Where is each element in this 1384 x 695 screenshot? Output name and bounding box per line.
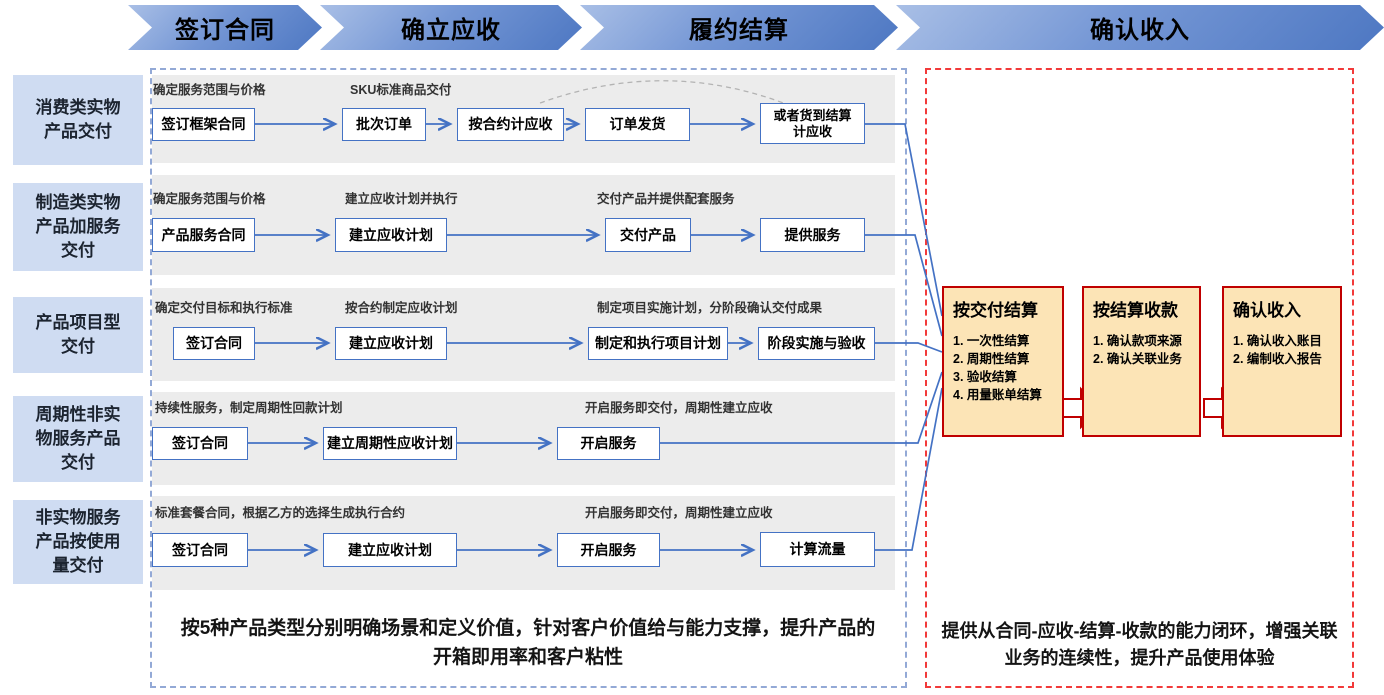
stage-label: 签订合同 [175,17,275,44]
row5-annotation: 开启服务即交付，周期性建立应收 [585,506,773,520]
flow-box: 批次订单 [342,108,426,141]
left-panel-caption: 按5种产品类型分别明确场景和定义价值，针对客户价值给与能力支撑，提升产品的开箱即… [180,618,876,668]
right-panel-caption: 提供从合同-应收-结算-收款的能力闭环，增强关联业务的连续性，提升产品使用体验 [941,621,1338,668]
stage-label: 确立应收 [401,17,501,44]
flow-box: 交付产品 [605,218,691,252]
flow-box: 建立应收计划 [323,533,457,567]
settlement-item: 2. 周期性结算 [953,352,1030,367]
stage-chevron-sign-contract: 签订合同 [128,5,322,50]
stage-label: 确认收入 [1090,17,1190,44]
flow-box: 订单发货 [585,108,690,141]
row-label-usage-based-service: 非实物服务 产品按使用 量交付 [13,500,143,584]
row1-annotation: 确定服务范围与价格 [153,83,266,97]
row2-annotation: 确定服务范围与价格 [153,192,266,206]
row5-annotation: 标准套餐合同，根据乙方的选择生成执行合约 [155,506,406,520]
row2-annotation: 建立应收计划并执行 [345,192,458,206]
settlement-box-collection: 按结算收款 1. 确认款项来源 2. 确认关联业务 [1082,286,1201,437]
settlement-item: 4. 用量账单结算 [953,388,1042,403]
settlement-item: 2. 编制收入报告 [1233,352,1322,367]
row3-annotation: 按合约制定应收计划 [345,301,458,315]
settlement-title: 按交付结算 [953,301,1038,320]
settlement-item: 1. 确认收入账目 [1233,334,1322,348]
flow-box: 提供服务 [760,218,865,252]
flow-box: 建立应收计划 [335,218,447,252]
row2-annotation: 交付产品并提供配套服务 [597,192,735,206]
settlement-item: 2. 确认关联业务 [1093,352,1182,367]
flow-box: 签订合同 [173,327,255,360]
settlement-box-delivery: 按交付结算 1. 一次性结算 2. 周期性结算 3. 验收结算 4. 用量账单结… [942,286,1064,437]
flow-box: 阶段实施与验收 [758,327,875,360]
settlement-item: 3. 验收结算 [953,370,1017,385]
flow-box: 签订合同 [152,533,248,567]
flow-box: 按合约计应收 [457,108,564,141]
settlement-title: 按结算收款 [1093,301,1178,320]
settlement-box-revenue: 确认收入 1. 确认收入账目 2. 编制收入报告 [1222,286,1342,437]
flow-box: 或者货到结算 计应收 [760,103,865,144]
row-label-project-delivery: 产品项目型 交付 [13,297,143,373]
stage-chevron-performance-settlement: 履约结算 [580,5,898,50]
row-label-consumer-physical: 消费类实物 产品交付 [13,75,143,165]
flow-box: 建立周期性应收计划 [323,427,457,460]
stage-chevron-establish-receivable: 确立应收 [320,5,582,50]
row-label-manufacturing-service: 制造类实物 产品加服务 交付 [13,183,143,271]
settlement-item: 1. 确认款项来源 [1093,334,1182,348]
flow-box: 开启服务 [557,533,660,567]
stage-chevron-confirm-revenue: 确认收入 [896,5,1384,50]
flow-box: 计算流量 [760,532,875,567]
settlement-item: 1. 一次性结算 [953,334,1030,348]
row-label-periodic-service: 周期性非实 物服务产品 交付 [13,396,143,482]
row1-annotation: SKU标准商品交付 [350,83,452,97]
row3-annotation: 制定项目实施计划，分阶段确认交付成果 [597,301,823,315]
flow-box: 制定和执行项目计划 [588,327,728,360]
flow-box: 开启服务 [557,427,660,460]
row4-annotation: 持续性服务，制定周期性回款计划 [155,401,343,415]
flow-box: 签订框架合同 [152,108,255,141]
settlement-title: 确认收入 [1233,301,1301,320]
row3-annotation: 确定交付目标和执行标准 [155,301,293,315]
flow-box: 产品服务合同 [152,218,255,252]
row4-annotation: 开启服务即交付，周期性建立应收 [585,401,773,415]
flow-box: 签订合同 [152,427,248,460]
stage-label: 履约结算 [689,17,789,44]
flow-box: 建立应收计划 [335,327,447,360]
